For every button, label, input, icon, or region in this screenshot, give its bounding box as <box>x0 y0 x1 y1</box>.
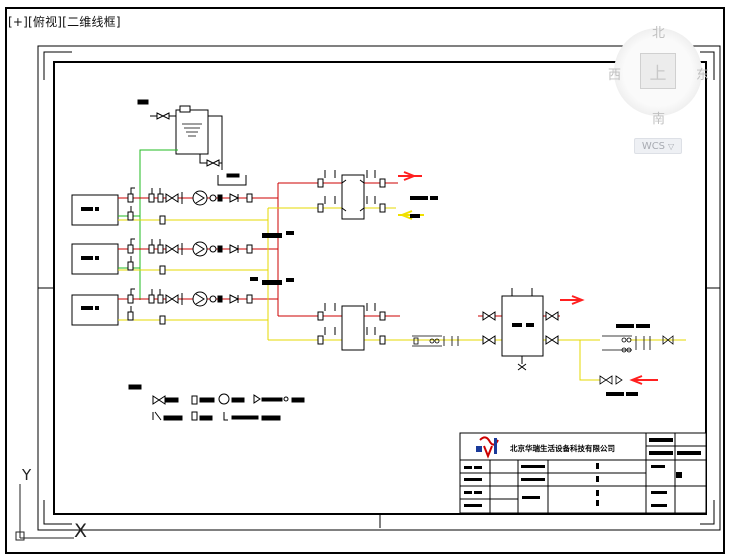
valve-group-mid <box>412 335 459 347</box>
company-name: 北京华瑞生活设备科技有限公司 <box>510 443 615 453</box>
right-labels <box>606 324 650 396</box>
coordinate-system-label: WCS <box>641 140 666 152</box>
viewport-controls-label[interactable]: [+][俯视][二维线框] <box>8 15 121 29</box>
unit-labels <box>81 207 99 310</box>
heat-exchanger-upper <box>317 170 386 220</box>
arrow-labels <box>410 196 438 218</box>
gauges <box>130 187 161 312</box>
makeup-water-pipe <box>118 149 178 321</box>
compass-south-label[interactable]: 南 <box>652 112 666 127</box>
compass-east-label[interactable]: 东 <box>696 68 710 83</box>
pipe-labels <box>250 231 294 285</box>
valve-group-right <box>599 335 674 385</box>
storage-tank <box>482 288 559 371</box>
chevron-down-icon: ▽ <box>668 141 675 151</box>
expansion-tank <box>137 99 247 186</box>
pump-rows <box>127 190 253 325</box>
center-marks <box>38 287 720 528</box>
ucs-icon: Y X <box>12 466 98 548</box>
ucs-axes-icon <box>15 484 74 541</box>
viewcube[interactable]: 上 北 南 西 东 <box>604 18 714 130</box>
corner-marks <box>43 51 715 525</box>
title-block-fields <box>464 438 701 507</box>
coordinate-system-dropdown[interactable]: WCS ▽ <box>634 138 682 154</box>
title-block <box>459 432 707 514</box>
compass-north-label[interactable]: 北 <box>652 26 666 41</box>
legend <box>128 384 305 421</box>
ucs-y-label: Y <box>22 466 32 484</box>
viewport-frame <box>5 7 725 554</box>
company-logo <box>476 436 499 459</box>
tank-labels <box>512 323 534 327</box>
compass-west-label[interactable]: 西 <box>608 68 622 83</box>
ucs-x-label: X <box>74 520 88 542</box>
viewcube-top-face[interactable]: 上 <box>640 53 676 89</box>
return-pipes <box>118 207 686 381</box>
unit-1 <box>71 194 119 226</box>
supply-pipes <box>118 182 560 317</box>
heat-exchanger-lower <box>317 303 386 351</box>
